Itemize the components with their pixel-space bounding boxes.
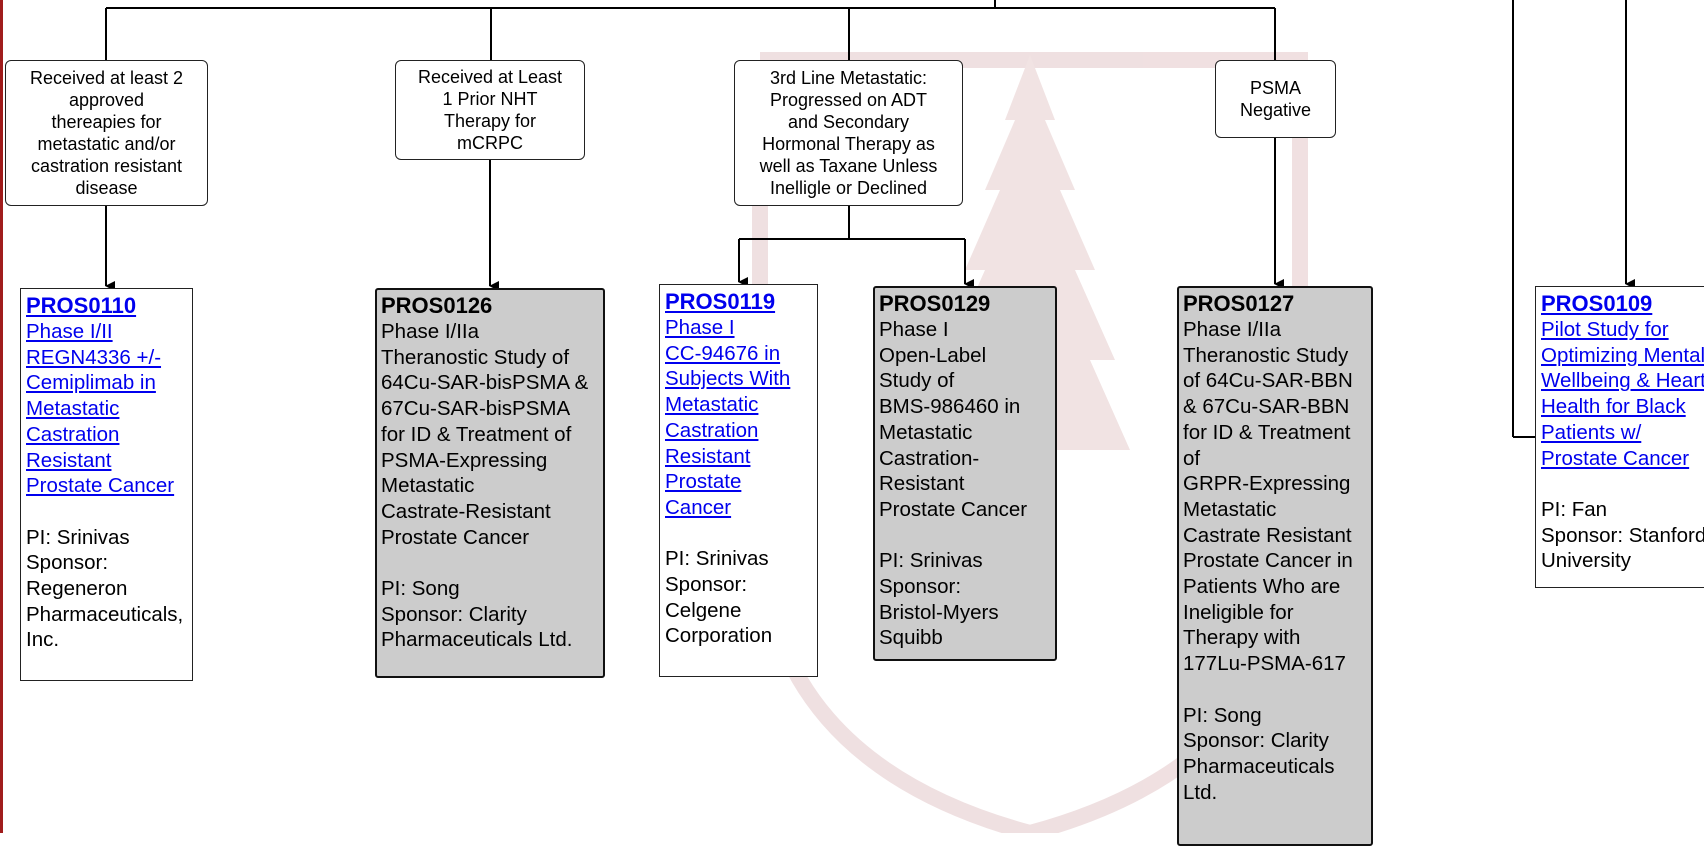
study-pi: PI: Song	[381, 577, 460, 601]
study-pi: PI: Srinivas	[26, 525, 130, 549]
study-pi: PI: Fan	[1541, 497, 1608, 521]
study-card-pros0110: PROS0110 Phase I/II REGN4336 +/- Cemipli…	[20, 288, 193, 681]
study-pi: PI: Srinivas	[665, 547, 769, 571]
study-title: Phase I Open-Label Study of BMS-986460 i…	[879, 318, 1028, 521]
study-card-pros0119: PROS0119 Phase I CC-94676 in Subjects Wi…	[659, 284, 818, 677]
study-code: PROS0129	[879, 291, 991, 316]
study-sponsor: Sponsor: Clarity Pharmaceuticals Ltd.	[381, 602, 573, 652]
study-sponsor: Sponsor: Bristol-Myers Squibb	[879, 575, 999, 650]
study-pi: PI: Song	[1183, 703, 1262, 727]
study-card-pros0127: PROS0127 Phase I/IIa Theranostic Study o…	[1177, 286, 1373, 846]
study-sponsor: Sponsor: Stanford University	[1541, 523, 1704, 573]
study-title: Phase I/IIa Theranostic Study of 64Cu-SA…	[1183, 318, 1353, 676]
study-sponsor: Sponsor: Clarity Pharmaceuticals Ltd.	[1183, 729, 1335, 804]
study-code-link[interactable]: PROS0110	[26, 293, 137, 318]
study-code: PROS0127	[1183, 291, 1295, 316]
study-title: Phase I/IIa Theranostic Study of 64Cu-SA…	[381, 320, 589, 549]
study-card-pros0109: PROS0109 Pilot Study for Optimizing Ment…	[1535, 286, 1704, 588]
study-title-link[interactable]: Phase I CC-94676 in Subjects With Metast…	[665, 316, 791, 519]
study-pi: PI: Srinivas	[879, 549, 983, 573]
criterion-node-prior-nht: Received at Least 1 Prior NHT Therapy fo…	[395, 60, 585, 160]
page-edge-bar	[0, 0, 3, 833]
study-sponsor: Sponsor: Regeneron Pharmaceuticals, Inc.	[26, 551, 184, 652]
study-code: PROS0126	[381, 293, 493, 318]
criterion-node-third-line-text: 3rd Line Metastatic: Progressed on ADT a…	[759, 68, 938, 198]
study-code-link[interactable]: PROS0109	[1541, 291, 1653, 316]
criterion-node-psma-negative-text: PSMA Negative	[1239, 78, 1312, 120]
study-card-pros0129: PROS0129 Phase I Open-Label Study of BMS…	[873, 286, 1057, 661]
criterion-node-third-line: 3rd Line Metastatic: Progressed on ADT a…	[734, 60, 963, 206]
criterion-node-psma-negative: PSMA Negative	[1215, 60, 1336, 138]
study-card-pros0126: PROS0126 Phase I/IIa Theranostic Study o…	[375, 288, 605, 678]
study-code-link[interactable]: PROS0119	[665, 289, 776, 314]
study-title-link[interactable]: Phase I/II REGN4336 +/- Cemiplimab in Me…	[26, 320, 175, 498]
study-sponsor: Sponsor: Celgene Corporation	[665, 573, 773, 648]
study-title-link[interactable]: Pilot Study for Optimizing Mental Wellbe…	[1541, 318, 1704, 470]
criterion-node-prior-therapies: Received at least 2 approved thereapies …	[5, 60, 208, 206]
criterion-node-prior-nht-text: Received at Least 1 Prior NHT Therapy fo…	[417, 67, 563, 153]
criterion-node-prior-therapies-text: Received at least 2 approved thereapies …	[29, 68, 184, 198]
